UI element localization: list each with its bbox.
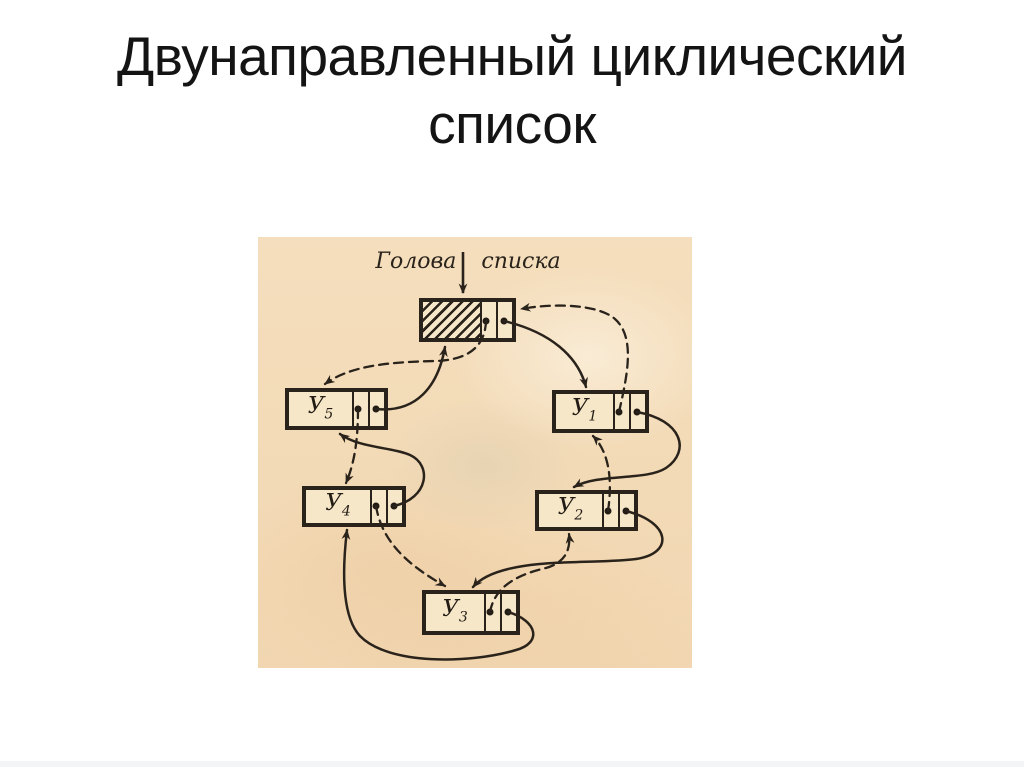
arrow-next-u2-u3 <box>471 509 664 589</box>
node-u2-label: У2 <box>557 494 584 524</box>
node-u5-next-cell <box>368 392 384 426</box>
arrow-next-u1-u2 <box>572 410 681 489</box>
node-u4-prev-cell <box>370 490 386 523</box>
arrow-prev-u5-u4 <box>344 407 360 485</box>
node-u5: У5 <box>285 388 388 430</box>
node-u1-label: У1 <box>571 395 598 425</box>
node-u3-next-cell <box>500 594 516 631</box>
arrow-next-u3-u4 <box>341 528 535 661</box>
backward-links <box>323 302 630 614</box>
node-u3-prev-cell <box>484 594 500 631</box>
arrow-prev-head-u5 <box>323 319 488 386</box>
arrows-layer <box>323 252 681 661</box>
linked-list-figure: Голова списка У5 У1 У4 У2 <box>258 237 692 668</box>
node-u2-next-cell <box>618 494 634 527</box>
slide-title-line2: список <box>428 93 596 155</box>
node-head-data-cell <box>423 302 480 338</box>
node-u1: У1 <box>552 390 649 433</box>
bottom-strip <box>0 761 1024 767</box>
node-u3-data-cell: У3 <box>426 594 484 631</box>
node-head-next-cell <box>496 302 512 338</box>
node-u2-data-cell: У2 <box>539 494 602 527</box>
node-u1-prev-cell <box>613 394 629 429</box>
node-head-prev-cell <box>480 302 496 338</box>
node-u4-label: У4 <box>325 490 351 520</box>
node-u2-prev-cell <box>602 494 618 527</box>
forward-links <box>338 319 681 661</box>
arrow-next-u5-head <box>374 345 448 411</box>
node-u4-next-cell <box>386 490 402 523</box>
node-u4: У4 <box>302 486 406 527</box>
slide-title-line1: Двунаправленный циклический <box>116 25 908 87</box>
node-u5-prev-cell <box>352 392 368 426</box>
arrow-prev-u3-u2 <box>488 532 575 614</box>
node-u5-label: У5 <box>307 392 334 423</box>
arrow-prev-u1-head <box>519 302 630 414</box>
node-u2: У2 <box>535 490 638 531</box>
node-u5-data-cell: У5 <box>289 392 352 426</box>
node-u4-data-cell: У4 <box>306 490 370 523</box>
arrow-prev-u2-u1 <box>591 434 611 513</box>
node-u1-data-cell: У1 <box>556 394 613 429</box>
node-u3-label: У3 <box>442 596 468 626</box>
arrow-next-head-u1 <box>502 319 588 389</box>
node-u1-next-cell <box>629 394 645 429</box>
head-pointer-label: Голова списка <box>375 249 561 274</box>
node-u3: У3 <box>422 590 520 635</box>
arrow-prev-u4-u3 <box>374 504 447 588</box>
arrow-next-u4-u5 <box>338 432 426 508</box>
node-head <box>419 298 516 342</box>
